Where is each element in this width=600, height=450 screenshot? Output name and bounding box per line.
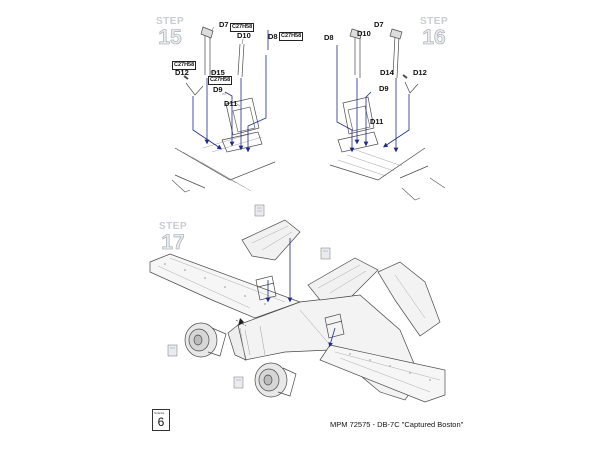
page-number: 6 [157,415,165,429]
label-c27h58: C27H58 [230,23,255,32]
step-16-drawing [329,28,429,181]
step-17-heading: STEP 17 [159,221,188,254]
step-label: STEP [420,16,449,27]
label-d11: D11 [370,117,384,126]
label-d10: D10 [357,29,371,38]
page-box-label: Stránka [154,411,165,415]
label-d8: D8 [268,32,278,41]
step-15-drawing [174,26,276,192]
label-d7: D7 [219,20,229,29]
label-d12: D12 [175,68,189,77]
label-c27h58: C27H58 [208,76,233,85]
label-d11: D11 [224,99,238,108]
label-d10: D10 [237,31,251,40]
step-number: 16 [422,26,446,49]
step-15-heading: STEP 15 [156,16,185,49]
kit-title: MPM 72575 - DB-7C "Captured Boston" [330,420,464,429]
step-17-drawing [149,219,446,403]
engine-right [254,362,297,398]
label-d15: D15 [211,68,225,77]
label-d8: D8 [324,33,334,42]
label-d9: D9 [379,84,389,93]
page-number-box: Stránka 6 [152,409,170,431]
engine-left [184,322,227,358]
step-label: STEP [159,221,188,232]
part-callouts [167,204,331,389]
step-number: 17 [161,231,185,254]
label-c27h58: C27H58 [279,32,304,41]
step-label: STEP [156,16,185,27]
step-number: 15 [158,26,182,49]
label-d7: D7 [374,20,384,29]
label-d12: D12 [413,68,427,77]
step-16-heading: STEP 16 [420,16,449,49]
label-d9: D9 [213,85,223,94]
label-c27h58: C27H58 [172,61,197,70]
label-d14: D14 [380,68,394,77]
